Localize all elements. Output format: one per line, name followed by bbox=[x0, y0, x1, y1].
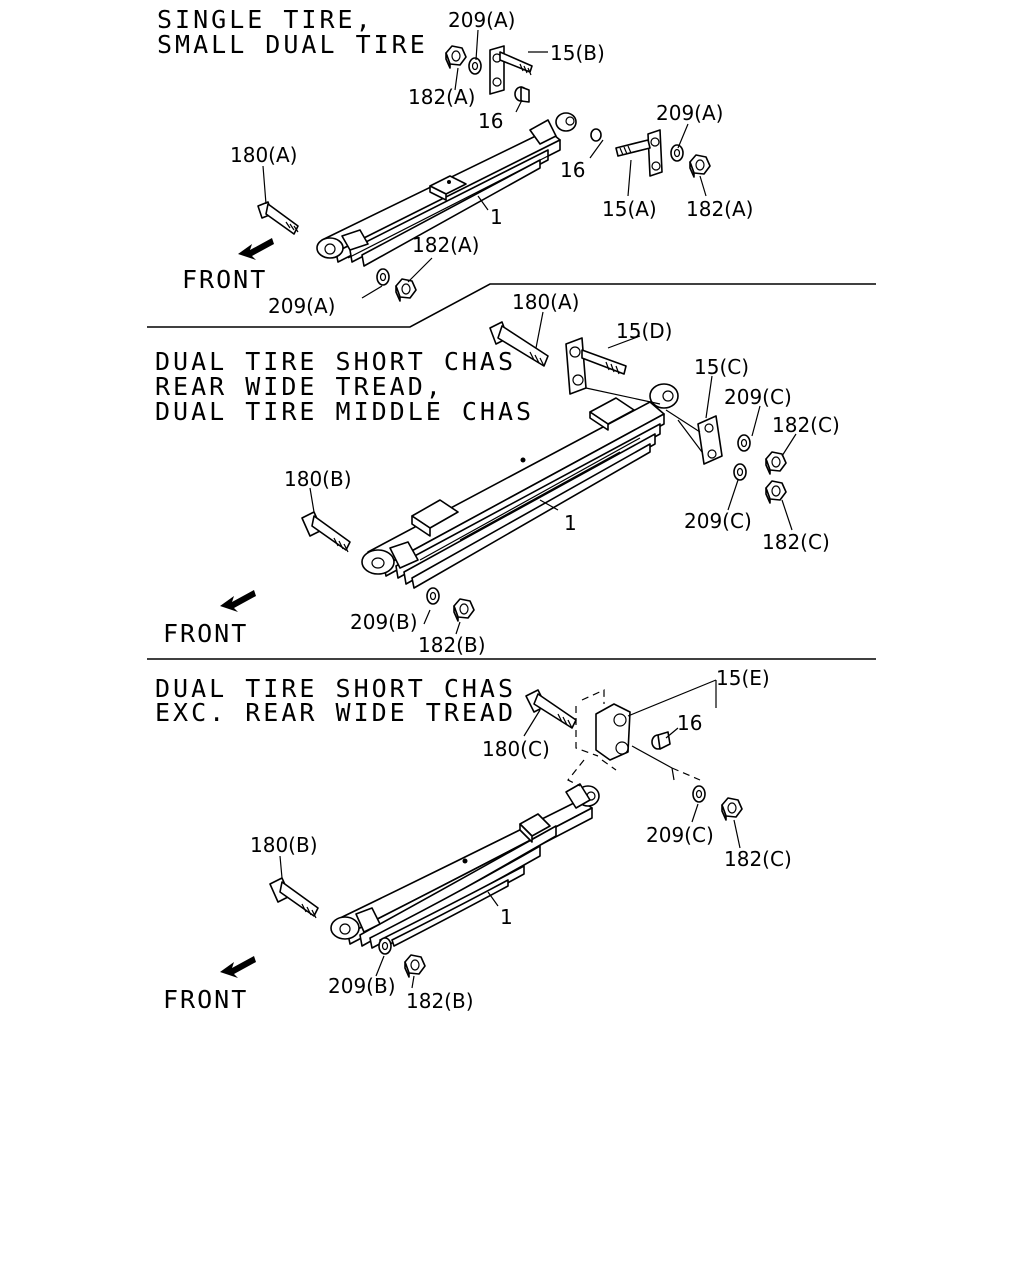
callout-label: 180(B) bbox=[250, 833, 318, 857]
section-divider bbox=[147, 283, 876, 328]
section-dual-tire-exc-wide-tread: DUAL TIRE SHORT CHAS EXC. REAR WIDE TREA… bbox=[155, 666, 792, 1014]
section-title-line: REAR WIDE TREAD, bbox=[155, 372, 444, 401]
callout-label: 15(D) bbox=[616, 319, 672, 343]
callout-label: 209(C) bbox=[724, 385, 792, 409]
bushing-part bbox=[651, 731, 671, 750]
callout-label: 180(A) bbox=[512, 290, 579, 314]
leaf-spring bbox=[330, 783, 600, 949]
section-title-line: SINGLE TIRE, bbox=[157, 5, 374, 34]
callout-label: 16 bbox=[478, 109, 503, 133]
callout-label: 180(C) bbox=[482, 737, 550, 761]
section-title-line: DUAL TIRE SHORT CHAS bbox=[155, 347, 516, 376]
front-arrow-icon bbox=[220, 590, 256, 612]
front-arrow-icon bbox=[220, 956, 256, 978]
callout-label: 182(C) bbox=[762, 530, 830, 554]
washer-part bbox=[468, 57, 482, 75]
washer-part bbox=[692, 785, 706, 803]
callout-label: 15(A) bbox=[602, 197, 657, 221]
nut-part bbox=[404, 954, 426, 978]
callout-label: 182(A) bbox=[408, 85, 475, 109]
nut-part bbox=[689, 154, 711, 178]
callout-label: 15(B) bbox=[550, 41, 605, 65]
callout-label: 209(B) bbox=[350, 610, 418, 634]
callout-label: 180(A) bbox=[230, 143, 297, 167]
nut-part bbox=[453, 598, 475, 622]
washer-part bbox=[376, 268, 390, 286]
front-label: FRONT bbox=[163, 985, 248, 1014]
callout-label: 209(A) bbox=[656, 101, 723, 125]
callout-label: 209(A) bbox=[268, 294, 335, 318]
section-dual-tire-wide-tread: DUAL TIRE SHORT CHAS REAR WIDE TREAD, DU… bbox=[155, 290, 840, 657]
leaf-spring bbox=[361, 383, 679, 589]
section-title-line: SMALL DUAL TIRE bbox=[157, 30, 428, 59]
washer-part bbox=[733, 463, 747, 481]
callout-label: 182(C) bbox=[724, 847, 792, 871]
callout-label: 182(B) bbox=[406, 989, 474, 1013]
front-arrow-icon bbox=[238, 238, 274, 260]
bushing-part bbox=[590, 128, 602, 142]
bushing-part bbox=[514, 86, 530, 103]
section-title-line: DUAL TIRE SHORT CHAS bbox=[155, 674, 516, 703]
section-title-line: DUAL TIRE MIDDLE CHAS bbox=[155, 397, 534, 426]
callout-label: 180(B) bbox=[284, 467, 352, 491]
callout-label: 1 bbox=[564, 511, 577, 535]
callout-label: 15(C) bbox=[694, 355, 749, 379]
shackle-plate-part bbox=[665, 409, 723, 465]
shackle-part bbox=[489, 45, 533, 95]
bolt-part bbox=[269, 877, 319, 919]
callout-label: 209(B) bbox=[328, 974, 396, 998]
callout-label: 182(A) bbox=[686, 197, 753, 221]
bolt-part bbox=[257, 201, 299, 235]
washer-part bbox=[378, 937, 392, 955]
callout-label: 182(C) bbox=[772, 413, 840, 437]
section-single-tire: SINGLE TIRE, SMALL DUAL TIRE bbox=[157, 5, 753, 318]
nut-part bbox=[395, 278, 417, 302]
callout-label: 15(E) bbox=[716, 666, 770, 690]
nut-part bbox=[721, 797, 743, 821]
nut-part bbox=[765, 480, 787, 504]
callout-label: 16 bbox=[560, 158, 585, 182]
callout-label: 16 bbox=[677, 711, 702, 735]
callout-label: 182(A) bbox=[412, 233, 479, 257]
shackle-part bbox=[565, 337, 627, 395]
callout-label: 1 bbox=[500, 905, 513, 929]
nut-part bbox=[445, 45, 467, 69]
bolt-part bbox=[301, 511, 351, 553]
washer-part bbox=[737, 434, 751, 452]
bolt-part bbox=[489, 321, 549, 367]
section-title-line: EXC. REAR WIDE TREAD bbox=[155, 698, 516, 727]
shackle-part bbox=[615, 129, 663, 177]
callout-label: 182(B) bbox=[418, 633, 486, 657]
washer-part bbox=[426, 587, 440, 605]
callout-label: 209(C) bbox=[646, 823, 714, 847]
callout-label: 1 bbox=[490, 205, 503, 229]
front-label: FRONT bbox=[182, 265, 267, 294]
bolt-part bbox=[525, 689, 577, 729]
front-label: FRONT bbox=[163, 619, 248, 648]
shackle-bracket-part bbox=[567, 679, 717, 787]
callout-label: 209(C) bbox=[684, 509, 752, 533]
leaf-spring bbox=[316, 112, 577, 267]
callout-label: 209(A) bbox=[448, 8, 515, 32]
washer-part bbox=[670, 144, 684, 162]
